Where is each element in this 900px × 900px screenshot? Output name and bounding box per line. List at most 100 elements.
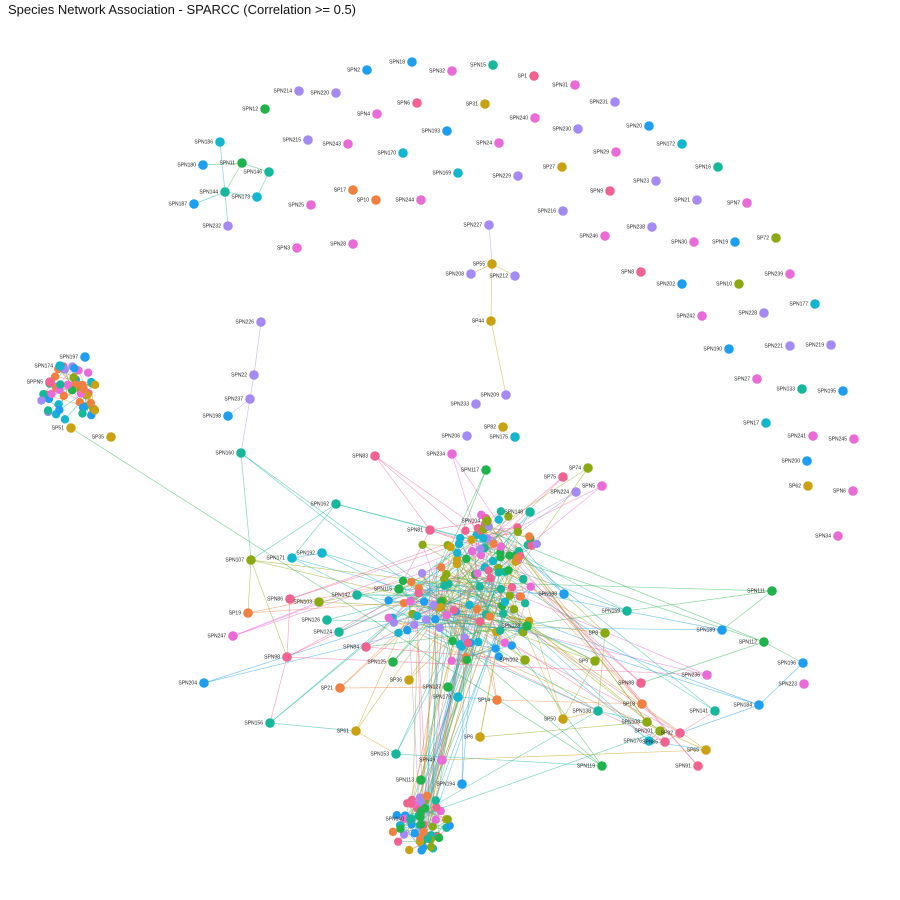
network-node[interactable]: [478, 533, 488, 543]
network-node[interactable]: [86, 398, 96, 408]
network-node[interactable]: [37, 396, 46, 405]
network-node[interactable]: SPN31: [552, 80, 580, 90]
network-node[interactable]: SPN138: [572, 706, 603, 716]
network-node[interactable]: [417, 820, 426, 829]
network-node[interactable]: [69, 373, 78, 382]
network-node[interactable]: [496, 542, 506, 551]
network-node[interactable]: SPN194: [436, 779, 467, 789]
network-node[interactable]: [519, 574, 528, 584]
network-node[interactable]: SP19: [229, 608, 253, 618]
network-node[interactable]: SPN83: [352, 451, 380, 461]
network-node[interactable]: SPN230: [552, 124, 583, 134]
network-node[interactable]: SPN88: [618, 678, 646, 688]
network-node[interactable]: [403, 626, 412, 635]
network-node[interactable]: [63, 380, 72, 389]
network-node[interactable]: SPN3: [277, 243, 302, 253]
network-node[interactable]: SPN219: [805, 340, 836, 350]
network-node[interactable]: SPN2: [347, 65, 372, 75]
network-node[interactable]: [405, 845, 414, 855]
network-node[interactable]: SPN123: [501, 621, 532, 631]
network-node[interactable]: [419, 597, 429, 606]
network-node[interactable]: SPN9: [590, 186, 615, 196]
network-node[interactable]: SP50: [544, 714, 568, 724]
network-node[interactable]: SPN24: [476, 138, 504, 148]
network-node[interactable]: SPN5: [582, 481, 607, 491]
network-node[interactable]: SPN119: [577, 761, 607, 771]
network-node[interactable]: [462, 554, 471, 564]
network-node[interactable]: SPN221: [764, 341, 795, 351]
network-node[interactable]: SPN18: [389, 57, 417, 67]
network-node[interactable]: SPN198: [202, 411, 233, 421]
network-node[interactable]: SP55: [473, 259, 497, 269]
network-node[interactable]: SPN108: [621, 717, 652, 727]
network-node[interactable]: SPN27: [734, 374, 762, 384]
network-node[interactable]: SPN126: [301, 615, 332, 625]
network-node[interactable]: [440, 581, 449, 590]
network-node[interactable]: SPN146: [243, 167, 274, 177]
network-node[interactable]: SPN12: [242, 104, 270, 114]
network-node[interactable]: [446, 542, 455, 552]
network-node[interactable]: [414, 588, 423, 598]
network-node[interactable]: [398, 576, 408, 586]
network-node[interactable]: SPN172: [656, 139, 687, 149]
network-node[interactable]: [456, 533, 465, 543]
network-node[interactable]: SPN25: [288, 200, 316, 210]
network-node[interactable]: SP14: [478, 695, 502, 705]
network-node[interactable]: [393, 837, 403, 846]
network-node[interactable]: SPN184: [733, 700, 764, 710]
network-node[interactable]: [394, 628, 403, 638]
network-node[interactable]: [520, 599, 530, 608]
network-node[interactable]: SP75: [544, 472, 568, 482]
network-node[interactable]: [431, 615, 440, 624]
network-node[interactable]: SPN113: [396, 775, 426, 785]
network-node[interactable]: [473, 569, 482, 578]
network-node[interactable]: SPN239: [764, 269, 795, 279]
network-node[interactable]: [389, 618, 399, 627]
network-node[interactable]: [426, 842, 436, 852]
network-node[interactable]: [491, 644, 500, 653]
network-node[interactable]: SPN28: [330, 239, 358, 249]
network-node[interactable]: SPN197: [59, 352, 90, 362]
network-node[interactable]: SPN21: [674, 195, 702, 205]
network-node[interactable]: SP72: [757, 233, 781, 243]
network-node[interactable]: SP44: [472, 316, 496, 326]
network-node[interactable]: [429, 600, 439, 609]
network-node[interactable]: SP10: [357, 195, 381, 205]
network-node[interactable]: SPN223: [778, 679, 809, 689]
network-node[interactable]: SPN81: [407, 525, 435, 535]
network-node[interactable]: [532, 539, 542, 549]
network-node[interactable]: SPN244: [395, 195, 426, 205]
network-node[interactable]: SP51: [52, 423, 76, 433]
network-node[interactable]: [448, 636, 457, 646]
network-node[interactable]: [90, 406, 100, 415]
network-node[interactable]: SPN17: [743, 418, 771, 428]
network-node[interactable]: SPN209: [480, 390, 511, 400]
network-node[interactable]: SPN216: [537, 206, 568, 216]
network-node[interactable]: SPN177: [789, 299, 820, 309]
network-node[interactable]: [413, 611, 422, 621]
network-node[interactable]: SPN15: [470, 60, 498, 70]
network-node[interactable]: SPN176: [623, 736, 654, 746]
network-node[interactable]: SPN192: [296, 548, 327, 558]
network-node[interactable]: SPN162: [310, 499, 341, 509]
network-node[interactable]: [55, 405, 64, 415]
network-node[interactable]: SPN202: [656, 279, 687, 289]
network-node[interactable]: [494, 568, 504, 577]
network-node[interactable]: SPN159: [601, 606, 632, 616]
network-node[interactable]: SPN237: [224, 394, 255, 404]
network-node[interactable]: [494, 515, 503, 524]
network-node[interactable]: SPN240: [509, 113, 540, 123]
network-node[interactable]: [39, 389, 48, 399]
network-node[interactable]: SPN233: [450, 399, 481, 409]
network-node[interactable]: [472, 604, 482, 614]
network-node[interactable]: [513, 553, 522, 563]
network-node[interactable]: SPN111: [747, 586, 777, 596]
network-node[interactable]: [436, 602, 446, 612]
network-node[interactable]: [453, 548, 462, 557]
network-node[interactable]: [467, 547, 477, 556]
network-node[interactable]: [399, 598, 409, 608]
network-node[interactable]: SPN125: [367, 657, 398, 667]
network-node[interactable]: [476, 551, 486, 560]
network-node[interactable]: SP74: [569, 463, 593, 473]
network-node[interactable]: SPN10: [716, 279, 744, 289]
